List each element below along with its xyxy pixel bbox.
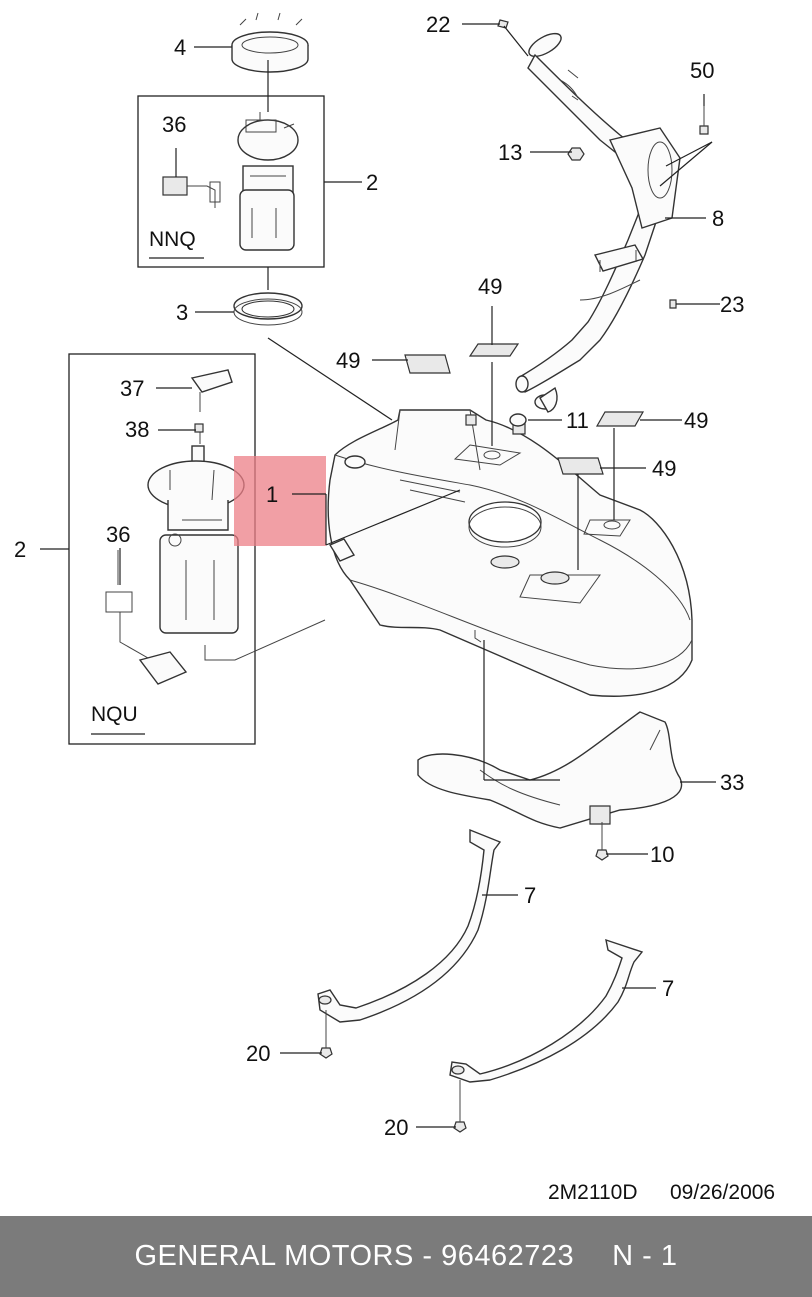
callout-1: 1 <box>266 482 278 507</box>
callout-13: 13 <box>498 140 522 165</box>
callout-20-lower: 20 <box>384 1115 408 1140</box>
callout-36-nqu: 36 <box>106 522 130 547</box>
callout-38: 38 <box>125 417 149 442</box>
callout-33: 33 <box>720 770 744 795</box>
callout-49-mid: 49 <box>652 456 676 481</box>
callout-3: 3 <box>176 300 188 325</box>
callout-23: 23 <box>720 292 744 317</box>
callout-7-upper: 7 <box>524 883 536 908</box>
heat-shield-part <box>417 711 683 829</box>
callout-11: 11 <box>566 408 589 433</box>
nqu-label: NQU <box>91 703 138 726</box>
fuel-system-diagram: 4 36 2 3 37 38 1 36 2 22 50 13 8 49 23 4… <box>14 12 775 1204</box>
callout-37: 37 <box>120 376 144 401</box>
lock-ring-part <box>231 12 309 73</box>
callout-49-left: 49 <box>336 348 360 373</box>
callout-labels: 4 36 2 3 37 38 1 36 2 22 50 13 8 49 23 4… <box>14 12 744 1140</box>
pad-49-parts <box>404 343 645 475</box>
footer-page: N - 1 <box>612 1240 678 1272</box>
callout-2-nqu: 2 <box>14 537 26 562</box>
callout-20-upper: 20 <box>246 1041 270 1066</box>
tank-strap-lower <box>449 938 644 1083</box>
fuel-tank-part <box>327 409 693 697</box>
part-1-highlight <box>234 456 326 546</box>
callout-2-nnq: 2 <box>366 170 378 195</box>
callout-8: 8 <box>712 206 724 231</box>
footer-bar: GENERAL MOTORS - 96462723 N - 1 <box>0 1216 812 1297</box>
callout-50: 50 <box>690 58 714 83</box>
fuel-pump-module-nqu <box>105 369 326 685</box>
footer-brand: GENERAL MOTORS - 96462723 <box>134 1240 575 1272</box>
callout-22: 22 <box>426 12 450 37</box>
callout-36-nnq: 36 <box>162 112 186 137</box>
nnq-label: NNQ <box>149 228 196 251</box>
tank-strap-upper <box>317 828 502 1023</box>
fuel-pump-module-nnq <box>162 60 299 251</box>
callout-4: 4 <box>174 35 186 60</box>
filler-neck-part <box>515 32 681 413</box>
leader-lines <box>40 23 720 1128</box>
seal-ring-part <box>233 267 303 326</box>
callout-49-top: 49 <box>478 274 502 299</box>
callout-10: 10 <box>650 842 674 867</box>
callout-7-lower: 7 <box>662 976 674 1001</box>
drawing-code: 2M2110D <box>548 1181 638 1204</box>
callout-49-right: 49 <box>684 408 708 433</box>
drawing-date: 09/26/2006 <box>670 1181 775 1204</box>
